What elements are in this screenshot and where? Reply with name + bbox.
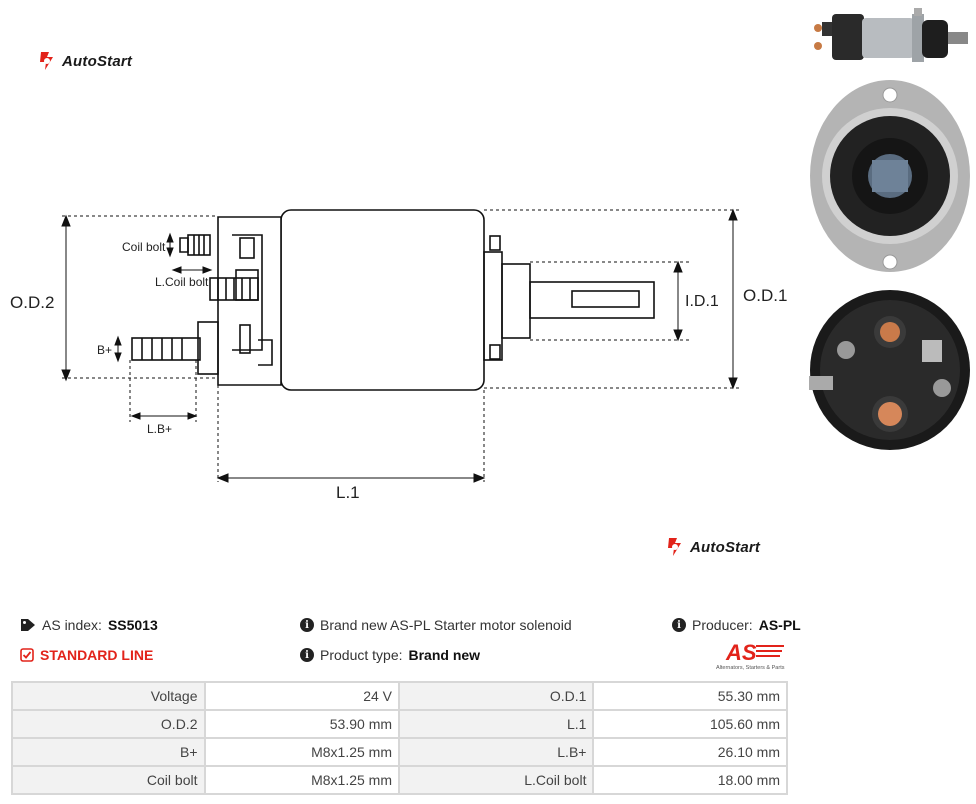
as-index-row: AS index: SS5013 (20, 617, 158, 633)
label-coil-bolt: Coil bolt (122, 240, 166, 254)
info-icon: i (300, 618, 314, 632)
spec-label: L.B+ (398, 737, 595, 767)
standard-line-label: STANDARD LINE (40, 647, 154, 663)
spec-label: O.D.2 (11, 709, 206, 739)
as-logo-tagline: Alternators, Starters & Parts (716, 665, 785, 671)
product-thumbnails (809, 8, 970, 450)
thumbnail-rear-view[interactable] (810, 80, 970, 272)
as-logo-text: AS (725, 640, 757, 665)
autostart-logo: AutoStart (36, 50, 132, 72)
producer-value: AS-PL (758, 617, 801, 633)
label-l1: L.1 (336, 483, 360, 502)
spec-value: M8x1.25 mm (203, 765, 401, 795)
logo-text: AutoStart (62, 52, 133, 70)
spec-value: 53.90 mm (203, 709, 401, 739)
thumbnail-terminal-view[interactable] (809, 290, 970, 450)
spec-table: Voltage 24 V O.D.1 55.30 mm O.D.2 53.90 … (11, 681, 788, 795)
thumbnail-side-view[interactable] (814, 8, 968, 62)
table-row: Voltage 24 V O.D.1 55.30 mm (11, 681, 788, 711)
description-row: i Brand new AS-PL Starter motor solenoid (300, 617, 572, 633)
table-row: B+ M8x1.25 mm L.B+ 26.10 mm (11, 737, 788, 767)
spec-label: L.Coil bolt (398, 765, 595, 795)
label-b-plus: B+ (97, 343, 112, 357)
spec-value: M8x1.25 mm (203, 737, 401, 767)
producer-row: i Producer: AS-PL (672, 617, 801, 633)
label-id1: I.D.1 (685, 293, 719, 310)
as-pl-logo: AS Alternators, Starters & Parts (716, 640, 785, 671)
tag-icon (21, 619, 35, 631)
product-description: Brand new AS-PL Starter motor solenoid (320, 617, 572, 633)
as-index-label: AS index: (42, 617, 102, 633)
as-index-value: SS5013 (107, 617, 158, 633)
spec-value: 26.10 mm (592, 737, 788, 767)
solenoid-dimension-diagram: Coil bolt L.Coil bolt B+ L.B+ O.D.2 O.D.… (10, 208, 787, 502)
autostart-logo-icon (40, 52, 53, 70)
spec-label: B+ (11, 737, 206, 767)
label-lb-plus: L.B+ (147, 422, 172, 436)
product-type-row: i Product type: Brand new (300, 647, 480, 663)
spec-value: 55.30 mm (592, 681, 788, 711)
producer-label: Producer: (692, 617, 753, 633)
standard-line-row: STANDARD LINE (20, 647, 153, 663)
product-type-label: Product type: (320, 647, 403, 663)
table-row: Coil bolt M8x1.25 mm L.Coil bolt 18.00 m… (11, 765, 788, 795)
label-l-coil-bolt: L.Coil bolt (155, 275, 209, 289)
product-type-value: Brand new (408, 647, 481, 663)
spec-label: L.1 (398, 709, 595, 739)
autostart-logo-icon (668, 538, 681, 556)
spec-label: Coil bolt (11, 765, 206, 795)
info-icon: i (672, 618, 686, 632)
check-square-icon (20, 648, 34, 662)
logo-text: AutoStart (690, 538, 761, 556)
spec-value: 105.60 mm (592, 709, 788, 739)
label-od2: O.D.2 (10, 293, 54, 312)
spec-label: O.D.1 (398, 681, 595, 711)
spec-value: 24 V (203, 681, 401, 711)
label-od1: O.D.1 (743, 286, 787, 305)
info-icon: i (300, 648, 314, 662)
table-row: O.D.2 53.90 mm L.1 105.60 mm (11, 709, 788, 739)
autostart-logo-bottom: AutoStart (664, 536, 760, 558)
spec-label: Voltage (11, 681, 206, 711)
spec-value: 18.00 mm (592, 765, 788, 795)
